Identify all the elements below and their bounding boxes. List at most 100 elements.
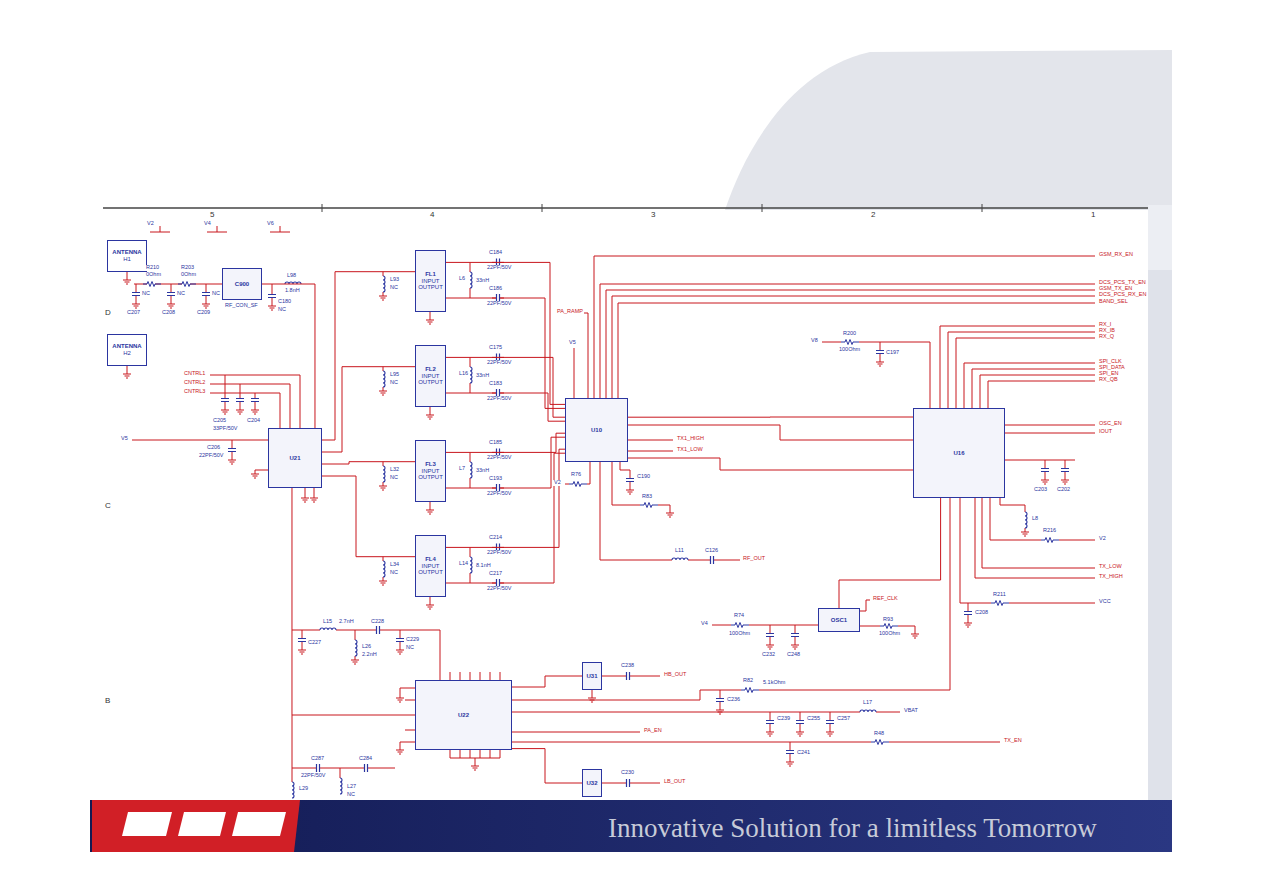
saw-filter: FL2INPUTOUTPUT (415, 345, 446, 407)
capacitor-symbol (298, 634, 306, 646)
antenna-pad: ANTENNAH1 (107, 240, 147, 272)
ground-symbol (426, 316, 434, 324)
component-label: V4 (700, 621, 709, 627)
ground-symbol (471, 762, 479, 770)
capacitor-symbol (251, 394, 259, 406)
component-label: NC (389, 475, 399, 481)
ground-symbol (426, 411, 434, 419)
component-label: NC (389, 380, 399, 386)
slogan: Innovative Solution for a limitless Tomo… (607, 815, 1098, 842)
wire-connector (446, 433, 565, 452)
inductor-symbol (470, 557, 472, 573)
inductor-symbol (672, 558, 688, 560)
component-label: C205 (212, 418, 227, 424)
ref-designator: FL1 (425, 271, 436, 278)
component-label: 33nH (475, 278, 490, 284)
wire (940, 326, 1095, 408)
net-label: SPI_CLK (1098, 359, 1123, 365)
inductor-symbol (292, 782, 294, 798)
resistor-symbol (741, 688, 759, 693)
net-label: RX_I (1098, 322, 1112, 328)
net-label: RX_Q (1098, 334, 1115, 340)
wire (594, 256, 1095, 398)
ref-designator: ANTENNA (112, 343, 141, 350)
net-label: OSC_EN (1098, 421, 1123, 427)
inductor-symbol (285, 272, 1027, 798)
component-label: 100Ohm (728, 631, 751, 637)
component-label: R74 (733, 613, 745, 619)
grid-marker: 4 (429, 211, 435, 219)
crystal-oscillator: OSC1 (818, 608, 860, 632)
baseband-ic: U16 (913, 408, 1005, 498)
capacitor-symbol (766, 716, 774, 728)
inductor-symbol (470, 272, 472, 288)
pin-label: H2 (123, 350, 131, 357)
component-label: L98 (286, 273, 297, 279)
wire-connector (446, 449, 565, 547)
grid-marker: B (104, 697, 111, 705)
component-label: C236 (726, 697, 741, 703)
drawing-frame (103, 204, 1148, 212)
ref-designator: C900 (235, 281, 249, 288)
component-label: C186 (488, 286, 503, 292)
ref-designator: ANTENNA (112, 249, 141, 256)
grid-marker: 2 (870, 211, 876, 219)
component-label: C207 (126, 310, 141, 316)
capacitor-symbol (202, 288, 210, 300)
ground-symbol (426, 601, 434, 609)
inductor-symbol (1025, 512, 1027, 528)
component-label: RF_CON_SF (224, 303, 259, 309)
component-label: C241 (796, 750, 811, 756)
component-label: NC (141, 291, 151, 297)
ground-symbol (123, 370, 131, 378)
wire-connector (512, 676, 582, 687)
component-label: C209 (196, 310, 211, 316)
component-label: 22PF/50V (486, 360, 512, 366)
capacitor-symbol (622, 779, 634, 787)
net-label: IOUT (1098, 429, 1113, 435)
capacitor-symbol (1061, 464, 1069, 476)
pin-label: OUTPUT (418, 569, 443, 576)
capacitor-symbol (766, 629, 774, 641)
ground-symbol (964, 619, 972, 627)
component-label: C230 (620, 770, 635, 776)
component-label: 22PF/50V (486, 301, 512, 307)
ground-symbol (236, 406, 244, 414)
ground-symbol (626, 486, 634, 494)
capacitor-symbol (167, 288, 175, 300)
resistor-symbol (178, 282, 196, 287)
net-label: TX_EN (1003, 738, 1023, 744)
net-label: LB_OUT (663, 779, 686, 785)
component-label: C255 (806, 716, 821, 722)
inductor-symbol (383, 561, 385, 577)
resistor-symbol (143, 282, 161, 287)
output-filter: U31 (582, 662, 602, 690)
wire-connector (512, 749, 582, 783)
capacitor-symbol (221, 394, 229, 406)
ground-symbol (268, 302, 276, 310)
component-label: V5 (568, 340, 577, 346)
inductor-symbol (340, 778, 342, 794)
component-label: C180 (277, 299, 292, 305)
capacitor-symbol (876, 346, 884, 358)
net-label: TX1_HIGH (676, 436, 705, 442)
inductor-symbol (470, 367, 472, 383)
ground-symbol (426, 506, 434, 514)
capacitor-symbol (796, 716, 804, 728)
ground-symbol (396, 694, 404, 702)
inductor-symbol (470, 462, 472, 478)
net-label: RX_IB (1098, 328, 1116, 334)
ground-symbol (123, 276, 1069, 770)
ground-symbol (766, 641, 774, 649)
grid-marker: 1 (1090, 211, 1096, 219)
ground-symbol (666, 509, 674, 517)
component-label: C202 (1056, 487, 1071, 493)
component-label: 1.8nH (284, 288, 301, 294)
component-label: V2 (146, 221, 155, 227)
net-label: PA_RAMP (556, 309, 584, 315)
ref-designator: OSC1 (831, 617, 847, 624)
net-label: TX_LOW (1098, 564, 1123, 570)
ground-symbol (228, 456, 236, 464)
